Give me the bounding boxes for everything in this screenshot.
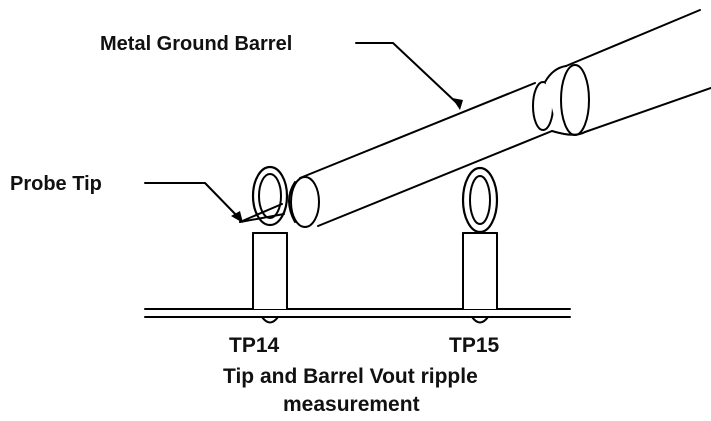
circuit-board [144, 308, 571, 318]
probe-tip-label: Probe Tip [10, 173, 102, 195]
probe-tip-callout-leader [144, 182, 243, 223]
test-point-tp15 [461, 166, 499, 324]
probe-barrel [239, 9, 711, 228]
barrel-callout-leader [355, 42, 463, 110]
tp15-label: TP15 [449, 334, 500, 357]
caption-line-2: measurement [283, 393, 420, 416]
metal-ground-barrel-label: Metal Ground Barrel [100, 33, 292, 55]
test-point-tp14 [251, 165, 289, 324]
tp14-label: TP14 [229, 334, 280, 357]
caption-line-1: Tip and Barrel Vout ripple [223, 365, 478, 388]
